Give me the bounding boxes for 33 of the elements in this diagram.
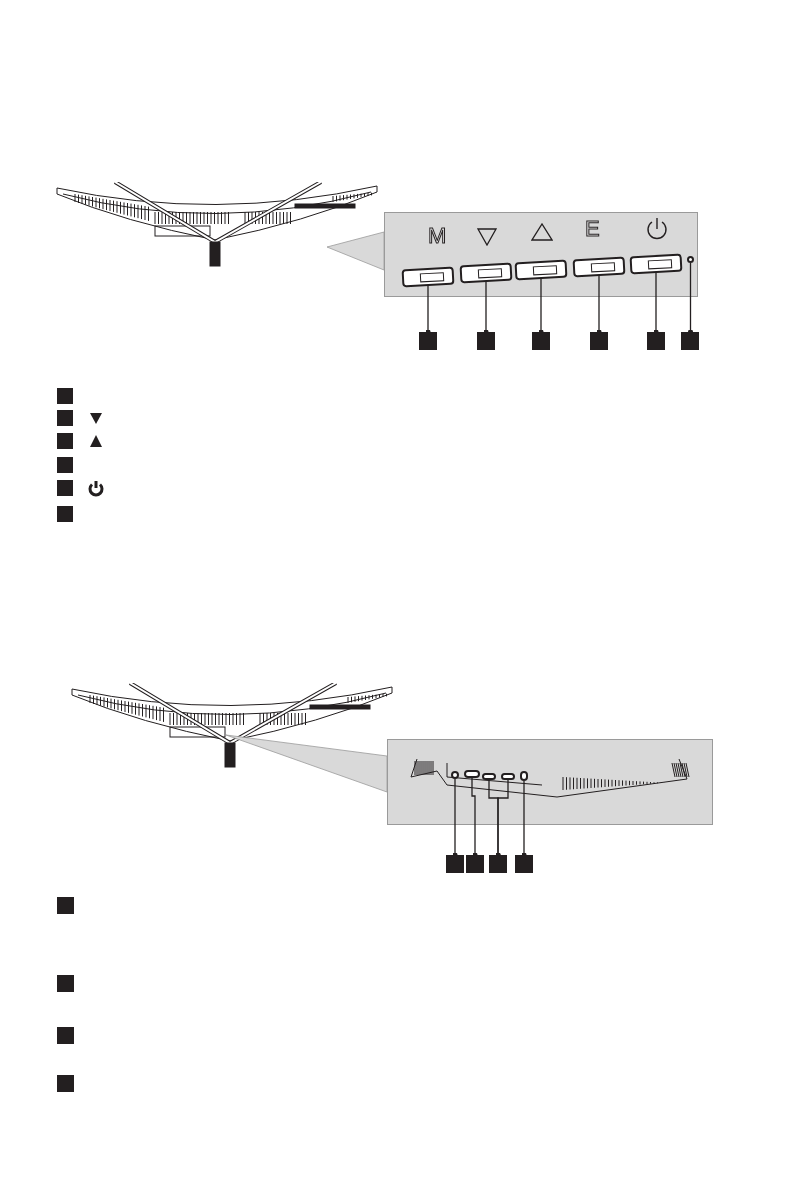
button-letter: M — [428, 225, 447, 247]
hdmi-port — [482, 773, 496, 780]
callout-square — [590, 332, 608, 350]
audio-jack — [451, 771, 459, 779]
callout-square — [57, 388, 73, 404]
callout-square — [57, 433, 73, 449]
callout-square — [57, 506, 73, 522]
callout-square — [57, 975, 74, 992]
callout-square — [477, 332, 495, 350]
callout-square — [57, 1027, 74, 1044]
leader-line — [495, 779, 509, 858]
callout-square — [57, 897, 74, 914]
callout-square — [57, 457, 73, 473]
power-port — [520, 771, 528, 781]
callout-square — [515, 855, 533, 873]
callout-square — [466, 855, 484, 873]
callout-square — [681, 332, 699, 350]
leader-line — [452, 778, 458, 858]
callout-square — [446, 855, 464, 873]
callout-square — [419, 332, 437, 350]
indicator-light — [687, 256, 694, 263]
callout-square — [57, 1075, 74, 1092]
callout-square — [489, 855, 507, 873]
callout-square — [647, 332, 665, 350]
callout-square — [57, 410, 73, 426]
leader-line — [688, 262, 693, 335]
leader-line — [471, 777, 478, 858]
display-port — [464, 770, 480, 778]
hdmi-port — [501, 773, 515, 780]
callout-square — [532, 332, 550, 350]
callout-square — [57, 480, 73, 496]
leader-line — [521, 780, 527, 858]
button-letter: E — [585, 218, 600, 240]
